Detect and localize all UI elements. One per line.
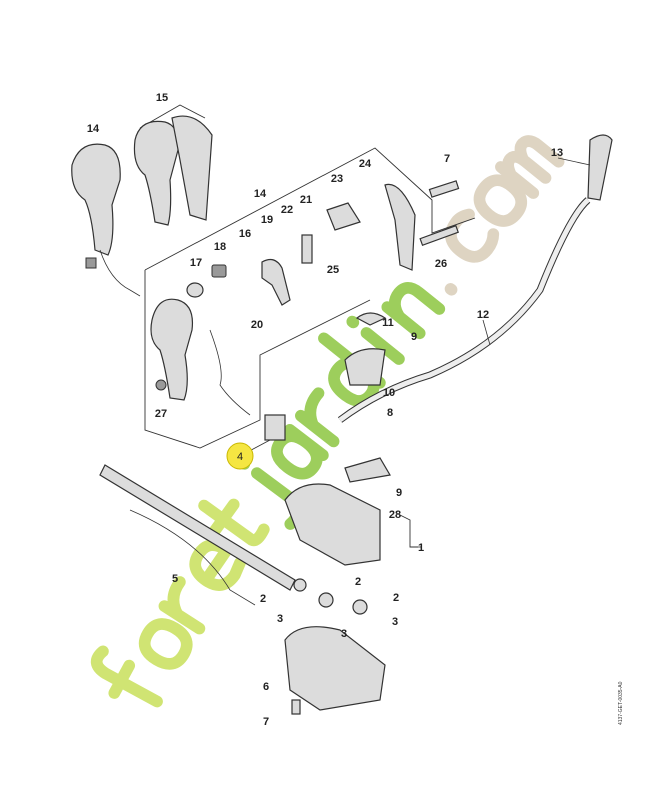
watermark-glyph <box>473 174 528 227</box>
handle-half-part <box>133 115 213 226</box>
callout-26[interactable]: 26 <box>435 258 447 270</box>
callout-1[interactable]: 1 <box>418 542 424 554</box>
callout-15[interactable]: 15 <box>156 92 168 104</box>
watermark-glyph <box>295 387 340 448</box>
callout-19[interactable]: 19 <box>261 214 273 226</box>
callout-11[interactable]: 11 <box>382 317 394 329</box>
callout-9[interactable]: 9 <box>396 487 402 499</box>
callout-18[interactable]: 18 <box>214 241 226 253</box>
watermark-glyph <box>444 283 458 296</box>
callout-14[interactable]: 14 <box>87 123 100 135</box>
callout-3[interactable]: 3 <box>392 616 398 628</box>
callout-2[interactable]: 2 <box>355 576 361 588</box>
callout-28[interactable]: 28 <box>389 509 401 521</box>
control-handle-part <box>71 143 141 297</box>
callout-14[interactable]: 14 <box>254 188 267 200</box>
callout-2[interactable]: 2 <box>260 593 266 605</box>
watermark-glyph <box>90 645 163 708</box>
watermark-glyph <box>381 281 446 340</box>
callout-7[interactable]: 7 <box>444 153 450 165</box>
callout-27[interactable]: 27 <box>155 408 167 420</box>
callout-9[interactable]: 9 <box>411 331 417 343</box>
callout-20[interactable]: 20 <box>251 319 263 331</box>
callout-4-highlight[interactable]: 4 <box>226 442 254 470</box>
callout-24[interactable]: 24 <box>359 158 372 170</box>
watermark-glyph <box>138 618 193 670</box>
svg-text:4: 4 <box>237 451 243 463</box>
callout-10[interactable]: 10 <box>383 387 395 399</box>
watermark-logo <box>90 135 565 708</box>
callout-3[interactable]: 3 <box>341 628 347 640</box>
watermark-glyph <box>271 424 329 480</box>
handle-assembly-part <box>150 298 251 416</box>
callout-22[interactable]: 22 <box>281 204 293 216</box>
callout-8[interactable]: 8 <box>387 407 393 419</box>
callout-7[interactable]: 7 <box>263 716 269 728</box>
watermark-glyph <box>445 208 500 263</box>
watermark-glyph <box>346 315 405 365</box>
callout-21[interactable]: 21 <box>300 194 312 206</box>
watermark-glyph <box>189 539 246 591</box>
callout-17[interactable]: 17 <box>190 257 202 269</box>
callout-25[interactable]: 25 <box>327 264 339 276</box>
callout-2[interactable]: 2 <box>393 592 399 604</box>
callout-3[interactable]: 3 <box>277 613 283 625</box>
callout-16[interactable]: 16 <box>239 228 251 240</box>
watermark-glyph <box>495 135 565 199</box>
watermark-glyph <box>198 498 270 547</box>
callout-6[interactable]: 6 <box>263 681 269 693</box>
watermark-glyph <box>158 576 206 635</box>
callout-13[interactable]: 13 <box>551 147 563 159</box>
callout-12[interactable]: 12 <box>477 309 489 321</box>
drawing-code: 4137-GET-0035-A0 <box>618 681 624 725</box>
group-frame <box>139 104 476 548</box>
callout-23[interactable]: 23 <box>331 173 343 185</box>
small-parts <box>99 134 613 715</box>
callout-5[interactable]: 5 <box>172 573 178 585</box>
